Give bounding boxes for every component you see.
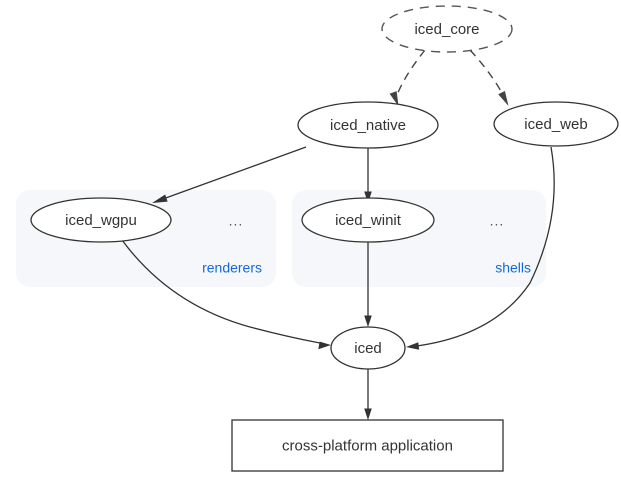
- edge-iced-core-to-iced-web-arrowhead: [498, 91, 509, 106]
- cluster-shells-ellipsis: ...: [490, 213, 505, 229]
- edge-iced-winit-to-iced: [364, 240, 372, 327]
- edge-iced-core-to-iced-native: [389, 49, 426, 107]
- node-iced-winit-label: iced_winit: [335, 212, 402, 229]
- node-iced-winit[interactable]: iced_winit: [301, 197, 435, 243]
- edge-iced-to-application: [364, 369, 372, 420]
- node-iced-winit-shape[interactable]: [301, 197, 435, 243]
- node-application[interactable]: cross-platform application: [231, 419, 504, 472]
- node-iced[interactable]: iced: [330, 326, 406, 370]
- edge-iced-native-to-iced-wgpu-arrowhead: [152, 194, 168, 203]
- node-iced-core-label: iced_core: [414, 21, 479, 38]
- edge-iced-web-to-iced-arrowhead: [406, 342, 420, 350]
- edge-iced-core-to-iced-web-line: [469, 49, 504, 96]
- edge-iced-to-application-arrowhead: [364, 408, 372, 420]
- node-iced-wgpu-shape[interactable]: [30, 197, 172, 243]
- edge-iced-core-to-iced-native-arrowhead: [389, 91, 399, 107]
- node-iced-web[interactable]: iced_web: [493, 101, 619, 147]
- node-application-label: cross-platform application: [282, 437, 453, 454]
- node-iced-native-label: iced_native: [330, 117, 406, 134]
- cluster-renderers-label: renderers: [202, 260, 262, 276]
- cluster-shells-label: shells: [495, 260, 531, 276]
- node-iced-core-shape[interactable]: [381, 5, 513, 53]
- edge-iced-winit-to-iced-arrowhead: [364, 315, 372, 327]
- node-iced-core[interactable]: iced_core: [381, 5, 513, 53]
- node-iced-wgpu[interactable]: iced_wgpu: [30, 197, 172, 243]
- edge-iced-core-to-iced-web: [469, 49, 509, 106]
- edge-iced-web-to-iced: [406, 146, 555, 350]
- edge-iced-native-to-iced-wgpu-line: [162, 146, 307, 200]
- edge-iced-wgpu-to-iced-arrowhead: [318, 341, 331, 350]
- edge-iced-web-to-iced-line: [416, 146, 555, 347]
- node-iced-native[interactable]: iced_native: [297, 101, 439, 149]
- node-application-shape[interactable]: [231, 419, 504, 472]
- edge-iced-wgpu-to-iced: [121, 239, 331, 350]
- node-iced-wgpu-label: iced_wgpu: [65, 212, 137, 229]
- edge-iced-native-to-iced-wgpu: [152, 146, 307, 203]
- node-iced-shape[interactable]: [330, 326, 406, 370]
- node-iced-web-shape[interactable]: [493, 101, 619, 147]
- edge-iced-native-to-iced-winit-arrowhead: [364, 191, 372, 203]
- node-iced-web-label: iced_web: [524, 116, 587, 133]
- edge-iced-native-to-iced-winit: [364, 148, 372, 203]
- cluster-renderers-ellipsis: ...: [229, 213, 244, 229]
- node-iced-native-shape[interactable]: [297, 101, 439, 149]
- node-iced-label: iced: [354, 340, 382, 357]
- edge-iced-wgpu-to-iced-line: [121, 239, 321, 344]
- edge-iced-core-to-iced-native-line: [396, 49, 426, 96]
